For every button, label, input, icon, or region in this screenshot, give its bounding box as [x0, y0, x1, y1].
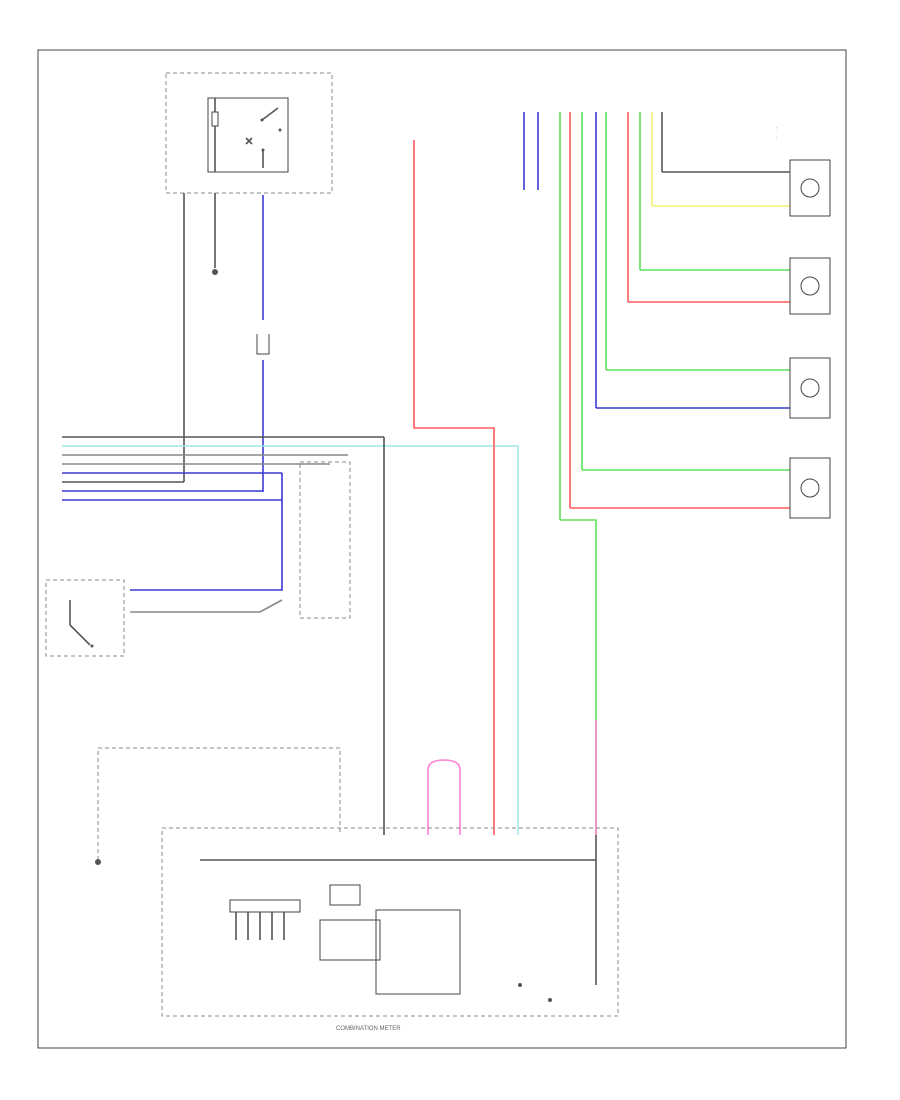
diagram-frame — [37, 49, 847, 1049]
speaker-wires — [570, 171, 790, 509]
green-wire-meter — [560, 519, 597, 835]
module-outline — [299, 461, 351, 619]
top-connector — [523, 112, 663, 520]
ground-bottom-icon — [95, 859, 101, 865]
speaker-icon — [789, 159, 831, 519]
relay-icon — [245, 137, 253, 145]
blue-wire-switch — [130, 473, 283, 591]
ground-icon — [212, 269, 218, 275]
legend-item-1: : — [776, 126, 777, 132]
meter-caption: COMBINATION METER — [336, 1026, 401, 1032]
left-bus — [62, 436, 518, 501]
gray-wire-switch — [130, 599, 283, 613]
red-wire-main — [413, 140, 495, 835]
connector-icon — [256, 334, 270, 355]
ground-wire-dashed — [97, 747, 341, 860]
relay-box — [165, 72, 333, 194]
connector-loop — [427, 759, 461, 835]
legend-item-2: : — [776, 136, 777, 142]
combination-meter — [161, 827, 619, 1017]
switch-icon — [45, 579, 125, 657]
